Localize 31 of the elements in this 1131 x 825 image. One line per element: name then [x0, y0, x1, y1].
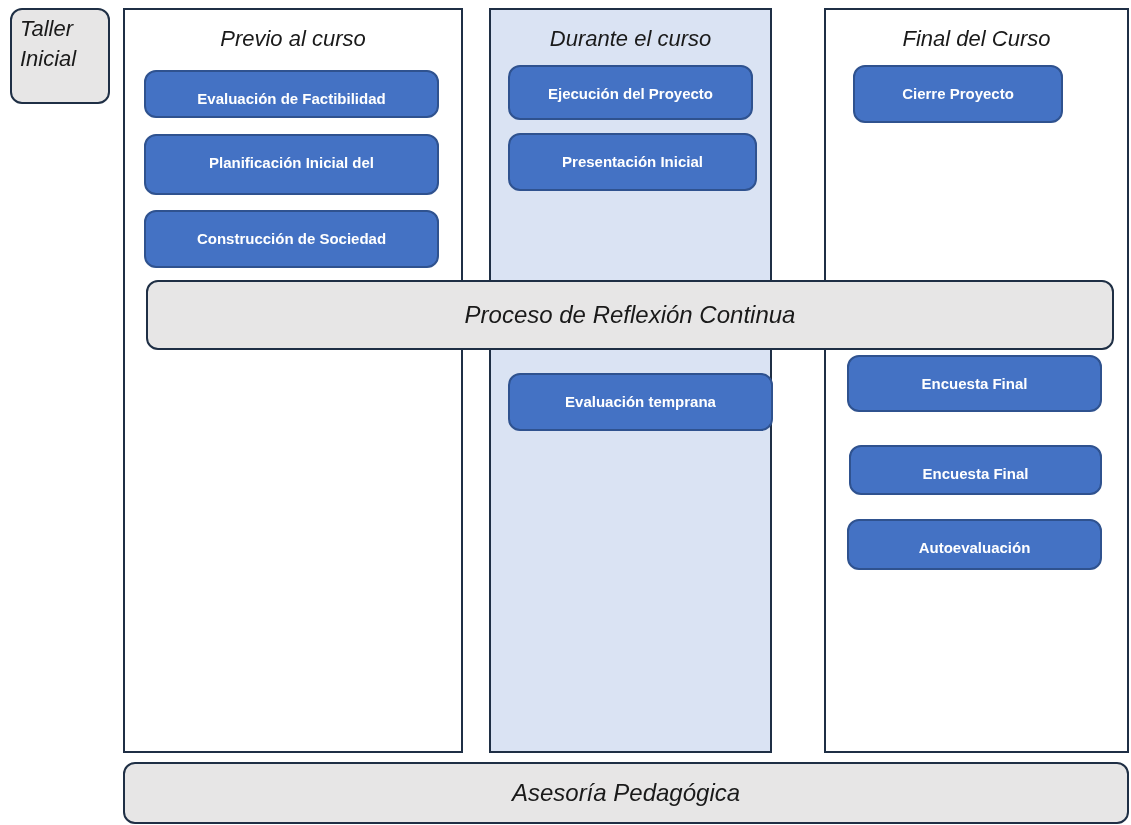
- band-label: Asesoría Pedagógica: [511, 778, 741, 808]
- column-heading: Previo al curso: [220, 25, 366, 53]
- tag-label: Taller Inicial: [20, 16, 77, 71]
- task-label: Construcción de Sociedad: [196, 229, 387, 249]
- task-label: Presentación Inicial: [562, 152, 703, 172]
- task-label: Evaluación de Factibilidad: [197, 89, 386, 109]
- band-label: Proceso de Reflexión Continua: [464, 300, 796, 330]
- band-box: [123, 762, 1129, 824]
- task-box: [853, 65, 1063, 123]
- task-label: Ejecución del Proyecto: [547, 84, 714, 104]
- task-label: Planificación Inicial del: [208, 153, 375, 173]
- task-label: Cierre Proyecto: [902, 84, 1014, 104]
- task-label: Autoevaluación: [918, 538, 1031, 558]
- task-label: Encuesta Final: [922, 464, 1029, 484]
- task-box: [508, 65, 753, 120]
- task-box: [144, 70, 439, 118]
- task-box: [508, 133, 757, 191]
- task-box: [847, 519, 1102, 570]
- task-box: [847, 355, 1102, 412]
- task-box: [508, 373, 773, 431]
- task-box: [144, 134, 439, 195]
- column-heading: Durante el curso: [549, 25, 712, 53]
- phase-column: [123, 8, 463, 753]
- phase-column: [824, 8, 1129, 753]
- column-heading: Final del Curso: [902, 25, 1051, 53]
- task-label: Encuesta Final: [921, 374, 1028, 394]
- task-box: [849, 445, 1102, 495]
- tag-box: [10, 8, 110, 104]
- band-box: [146, 280, 1114, 350]
- task-box: [144, 210, 439, 268]
- task-label: Evaluación temprana: [565, 392, 716, 412]
